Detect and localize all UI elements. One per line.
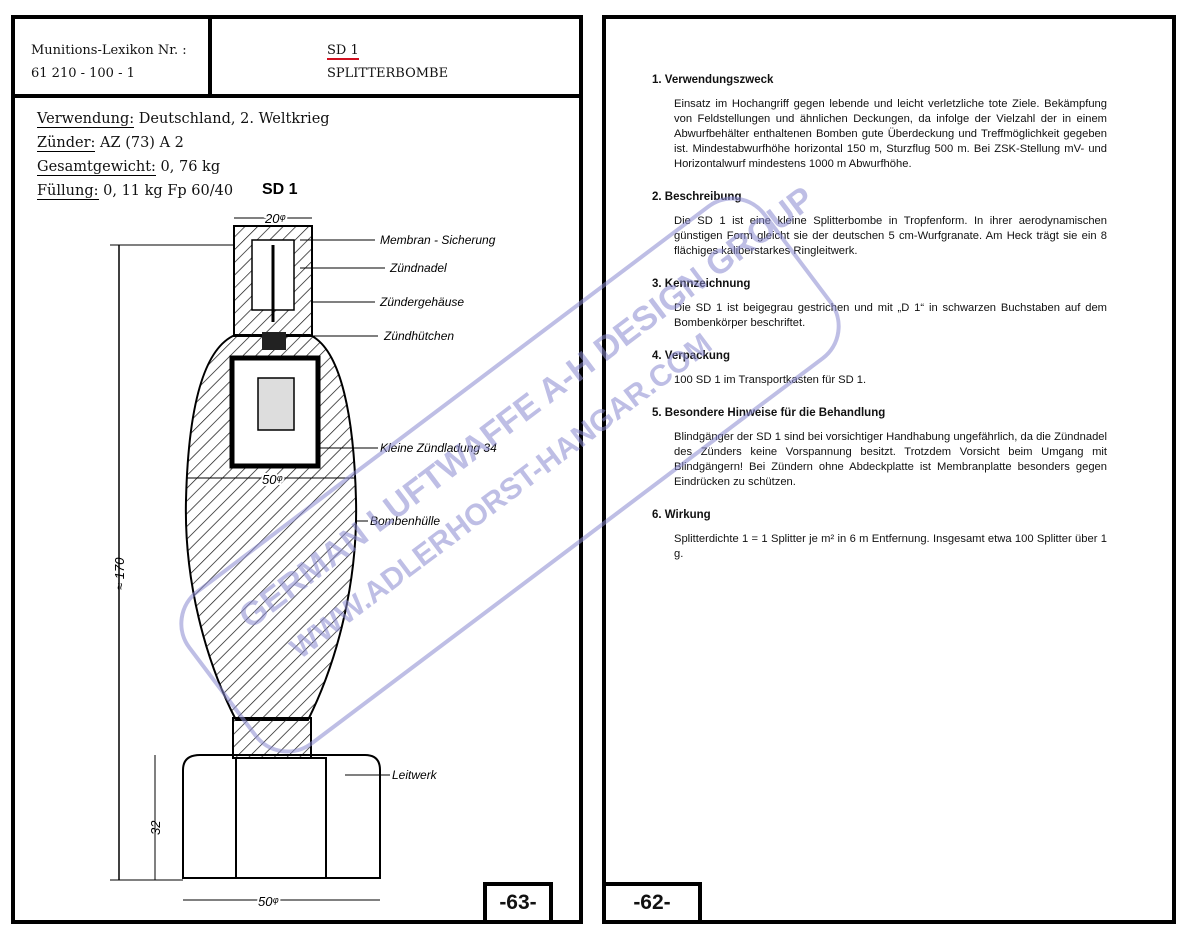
lexikon-number: 61 210 - 100 - 1 xyxy=(31,66,135,81)
body-diameter-dimension: 50ᵠ xyxy=(262,472,282,487)
label-zuendergehaeuse: Zündergehäuse xyxy=(379,295,464,309)
label-zuendnadel: Zündnadel xyxy=(389,261,447,275)
fuze-diameter-dimension: 20ᵠ xyxy=(264,211,285,226)
tail-diameter-dimension: 50ᵠ xyxy=(258,894,278,909)
drawing-title: SD 1 xyxy=(262,181,298,198)
tail-fin xyxy=(182,754,381,830)
label-membran: Membran - Sicherung xyxy=(380,233,496,247)
booster-charge xyxy=(229,355,321,469)
spec-row: Zünder: AZ (73) A 2 xyxy=(37,135,184,152)
tail-height-dimension: 32 xyxy=(148,820,163,835)
section: 5. Besondere Hinweise für die Behandlung… xyxy=(652,407,1107,488)
spec-list: Verwendung: Deutschland, 2. Weltkrieg Zü… xyxy=(37,107,330,203)
designation: SD 1 xyxy=(327,43,359,60)
spec-row: Verwendung: Deutschland, 2. Weltkrieg xyxy=(37,111,330,128)
bomb-type: SPLITTERBOMBE xyxy=(327,66,449,81)
spec-row: Füllung: 0, 11 kg Fp 60/40 xyxy=(37,183,234,200)
page-header: Munitions-Lexikon Nr. : 61 210 - 100 - 1… xyxy=(15,19,579,98)
label-zuendhuetchen: Zündhütchen xyxy=(383,329,454,343)
lexikon-label: Munitions-Lexikon Nr. : xyxy=(31,43,187,58)
label-zuendladung: Kleine Zündladung 34 xyxy=(380,441,497,455)
page-number: -63- xyxy=(483,882,553,924)
length-dimension: ≈ 170 xyxy=(112,557,127,590)
label-leitwerk: Leitwerk xyxy=(392,768,438,782)
page-number: -62- xyxy=(602,882,702,924)
lexikon-cell: Munitions-Lexikon Nr. : 61 210 - 100 - 1 xyxy=(15,19,212,94)
label-bombenhuelle: Bombenhülle xyxy=(370,514,440,528)
spec-row: Gesamtgewicht: 0, 76 kg xyxy=(37,159,221,176)
primer xyxy=(262,332,286,350)
